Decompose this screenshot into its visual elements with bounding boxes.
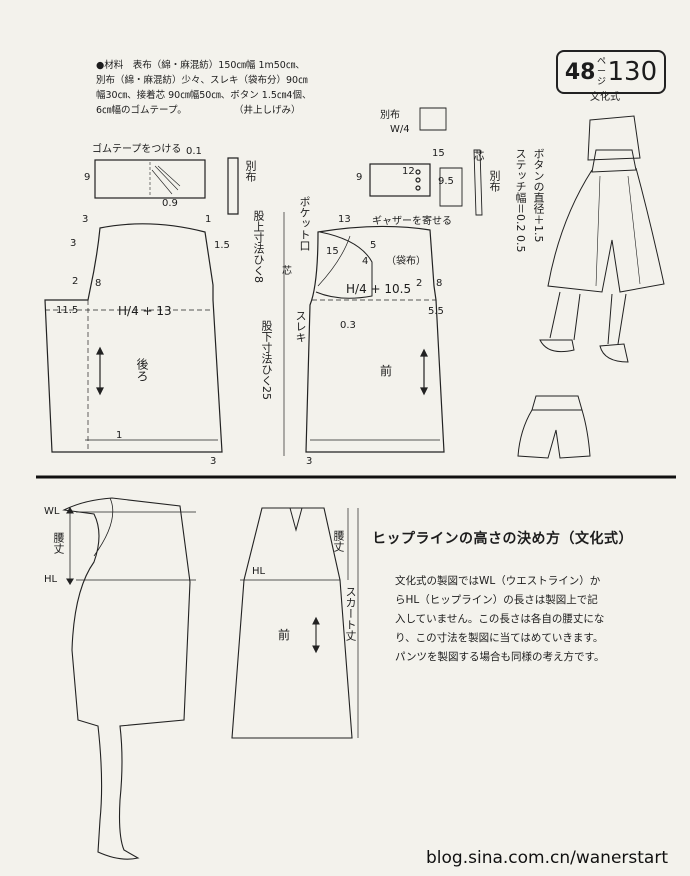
dim: 9.5: [438, 176, 454, 187]
label-pocket-mouth: ポケット口: [298, 196, 311, 251]
label-betsu-nuno: 別布: [244, 160, 257, 182]
label-shin: 芯: [282, 266, 292, 277]
label-front: 前: [380, 364, 393, 378]
dim: 9: [356, 172, 363, 183]
pattern-number: 130: [607, 57, 658, 87]
label-momogami: 股上寸法ひく8: [252, 210, 265, 283]
page-number: 48: [564, 59, 596, 85]
label-back: 後ろ: [135, 358, 149, 382]
label-gather: ギャザーを寄せる: [372, 216, 452, 227]
dim: 15: [432, 148, 445, 159]
materials-line: 幅30㎝、接着芯 90㎝幅50㎝、ボタン 1.5㎝4個、: [96, 90, 312, 101]
watermark: blog.sina.com.cn/wanerstart: [426, 848, 668, 868]
explanation-line: り、この寸法を製図に当てはめていきます。: [395, 632, 604, 644]
body-silhouette: [62, 497, 191, 860]
dim: 3: [70, 238, 77, 249]
dim: 4: [362, 256, 369, 267]
dim: 5: [370, 240, 377, 251]
belt-loop-piece: [227, 157, 239, 215]
waist-formula: W/4: [390, 124, 410, 135]
dim: 8: [436, 278, 443, 289]
dim: 8: [95, 278, 102, 289]
dim: 2: [72, 276, 79, 287]
explanation-line: らHL（ヒップライン）の長さは製図上で記: [395, 594, 598, 606]
section-heading: ヒップラインの高さの決め方（文化式）: [372, 531, 633, 547]
hip-formula-back: H/4 + 13: [118, 304, 172, 318]
dim: 3: [82, 214, 89, 225]
label-sureki: スレキ: [294, 310, 307, 343]
back-pattern-piece: [44, 223, 223, 453]
label-koshitake-skirt: 腰丈: [332, 530, 345, 552]
dim: 13: [338, 214, 351, 225]
dim: 5.5: [428, 306, 444, 317]
dim: 15: [326, 246, 339, 257]
dim: 2: [416, 278, 423, 289]
explanation-line: 文化式の製図ではWL（ウエストライン）か: [395, 575, 601, 587]
label-fukuro: （袋布）: [386, 256, 426, 267]
front-waistband-piece: [369, 163, 431, 197]
materials-line: 別布（綿・麻混紡）少々、スレキ（袋布分）90㎝: [96, 75, 308, 86]
dim: 0.1: [186, 146, 202, 157]
page-unit: ページ: [596, 57, 606, 87]
dim: 3: [210, 456, 217, 467]
hip-formula-front: H/4 + 10.5: [346, 282, 412, 296]
materials-line: ●材料 表布（綿・麻混紡）150㎝幅 1m50㎝、: [96, 60, 305, 71]
label-skirt-length: スカート丈: [344, 586, 357, 641]
designer-credit: （井上しげみ）: [238, 105, 301, 116]
label-koshitake: 腰丈: [52, 532, 65, 554]
front-pattern-piece: [305, 225, 445, 453]
label-skirt-front: 前: [278, 628, 291, 642]
label-matashita: 股下寸法ひく25: [260, 320, 273, 400]
label-betsu-nuno-3: 別布: [488, 170, 501, 192]
label-hl-skirt: HL: [252, 566, 266, 577]
dim: 11.5: [56, 305, 79, 316]
culottes-illustration: [517, 115, 665, 459]
dim: 0.3: [340, 320, 356, 331]
label-gomu: ゴムテープをつける: [92, 144, 182, 155]
page-badge: 48 ページ 130: [556, 50, 666, 94]
label-betsu-nuno-2: 別布: [380, 110, 400, 121]
explanation-line: 入していません。この長さは各自の腰丈にな: [395, 613, 605, 625]
explanation-paragraph: 文化式の製図ではWL（ウエストライン）か らHL（ヒップライン）の長さは製図上で…: [395, 572, 659, 667]
materials-line: 6㎝幅のゴムテープ。（井上しげみ）: [96, 105, 301, 116]
label-shin-2: 芯: [472, 150, 485, 161]
waistband-piece: [94, 159, 206, 199]
explanation-line: パンツを製図する場合も同様の考え方です。: [395, 651, 605, 663]
dim: 1: [116, 430, 123, 441]
method-tag: 文化式: [590, 92, 620, 103]
dim: 3: [306, 456, 313, 467]
dim: 0.9: [162, 198, 178, 209]
label-wl: WL: [44, 506, 60, 517]
dim: 12: [402, 166, 415, 177]
dim: 1: [205, 214, 212, 225]
dim: 9: [84, 172, 91, 183]
label-hl: HL: [44, 574, 58, 585]
stitch-note: ステッチ幅＝0.2 0.5: [514, 148, 527, 253]
dim: 1.5: [214, 240, 230, 251]
button-note: ボタンの直径＋1.5: [532, 148, 545, 243]
materials-list: ●材料 表布（綿・麻混紡）150㎝幅 1m50㎝、 別布（綿・麻混紡）少々、スレ…: [96, 58, 326, 118]
